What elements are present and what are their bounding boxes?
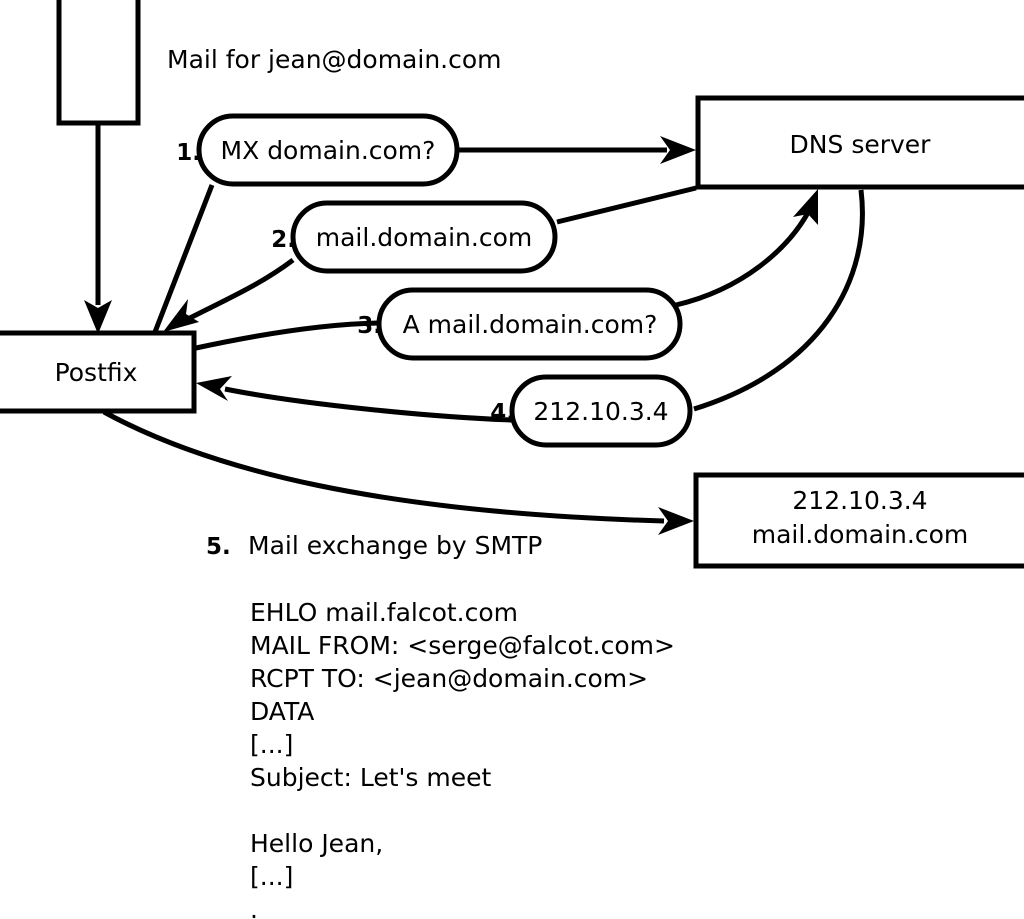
- step1-label: MX domain.com?: [221, 136, 436, 165]
- transcript-line-1: MAIL FROM: <serge@falcot.com>: [250, 631, 675, 660]
- step1-number: 1.: [176, 140, 201, 166]
- node-mail-server: 212.10.3.4 mail.domain.com: [693, 472, 1024, 569]
- arrowhead-step2-to-postfix: [163, 299, 199, 332]
- step2-label: mail.domain.com: [316, 223, 532, 252]
- step3-bubble-shape: [376, 287, 683, 361]
- arrowhead-step1-to-dns: [660, 136, 696, 164]
- mail-server-box: [693, 472, 1024, 569]
- edge-step3-to-dns: [675, 189, 818, 308]
- edge-sender-to-postfix: [84, 123, 112, 334]
- transcript-line-3: DATA: [250, 697, 314, 726]
- step3-label: A mail.domain.com?: [403, 310, 658, 339]
- step5-number: 5.: [206, 534, 231, 560]
- edge-postfix-to-step3: [195, 320, 379, 351]
- step-bubble-1: MX domain.com? 1.: [176, 113, 460, 187]
- step4-bubble-shape: [509, 374, 693, 448]
- transcript-line-2: RCPT TO: <jean@domain.com>: [250, 664, 648, 693]
- transcript-line-5: Subject: Let's meet: [250, 763, 491, 792]
- step2-number: 2.: [271, 227, 296, 253]
- step-bubble-3: A mail.domain.com? 3.: [357, 287, 683, 361]
- transcript-line-0: EHLO mail.falcot.com: [250, 598, 518, 627]
- step5-label: Mail exchange by SMTP: [248, 531, 542, 560]
- sender-box: [56, 0, 141, 126]
- edge-step4-to-postfix: [196, 376, 513, 423]
- edge-postfix-to-step1: [152, 184, 215, 333]
- dns-server-label: DNS server: [790, 130, 932, 159]
- arrowhead-step3-to-dns: [793, 189, 818, 225]
- step2-bubble-shape: [290, 200, 558, 274]
- arrowhead-sender-to-postfix: [84, 300, 112, 334]
- node-postfix: Postfix: [0, 330, 197, 414]
- mail-server-hostname: mail.domain.com: [752, 520, 968, 549]
- mail-for-caption: Mail for jean@domain.com: [167, 45, 502, 74]
- smtp-transcript: EHLO mail.falcot.com MAIL FROM: <serge@f…: [250, 598, 675, 919]
- step-bubble-2: mail.domain.com 2.: [271, 200, 558, 274]
- arrowhead-step4-to-postfix: [196, 376, 232, 401]
- step1-bubble-shape: [196, 113, 460, 187]
- mail-server-ip: 212.10.3.4: [792, 486, 927, 515]
- transcript-line-4: [...]: [250, 730, 293, 759]
- edge-step2-to-postfix: [163, 258, 295, 332]
- arrowhead-postfix-to-mail-server: [658, 507, 694, 535]
- transcript-line-9: .: [250, 895, 258, 919]
- edge-dns-to-step2: [556, 185, 697, 225]
- step-bubble-4: 212.10.3.4 4.: [490, 374, 693, 448]
- dns-server-box: [695, 95, 1024, 190]
- node-dns-server: DNS server: [695, 95, 1024, 190]
- transcript-line-7: Hello Jean,: [250, 829, 383, 858]
- step3-number: 3.: [357, 313, 382, 339]
- postfix-label: Postfix: [55, 358, 138, 387]
- transcript-line-8: [...]: [250, 862, 293, 891]
- step4-number: 4.: [490, 400, 515, 426]
- step4-label: 212.10.3.4: [533, 397, 668, 426]
- edge-postfix-to-mail-server: [102, 409, 694, 535]
- edge-dns-to-step4: [693, 189, 865, 412]
- postfix-box: [0, 330, 197, 414]
- edge-step1-to-dns: [458, 136, 696, 164]
